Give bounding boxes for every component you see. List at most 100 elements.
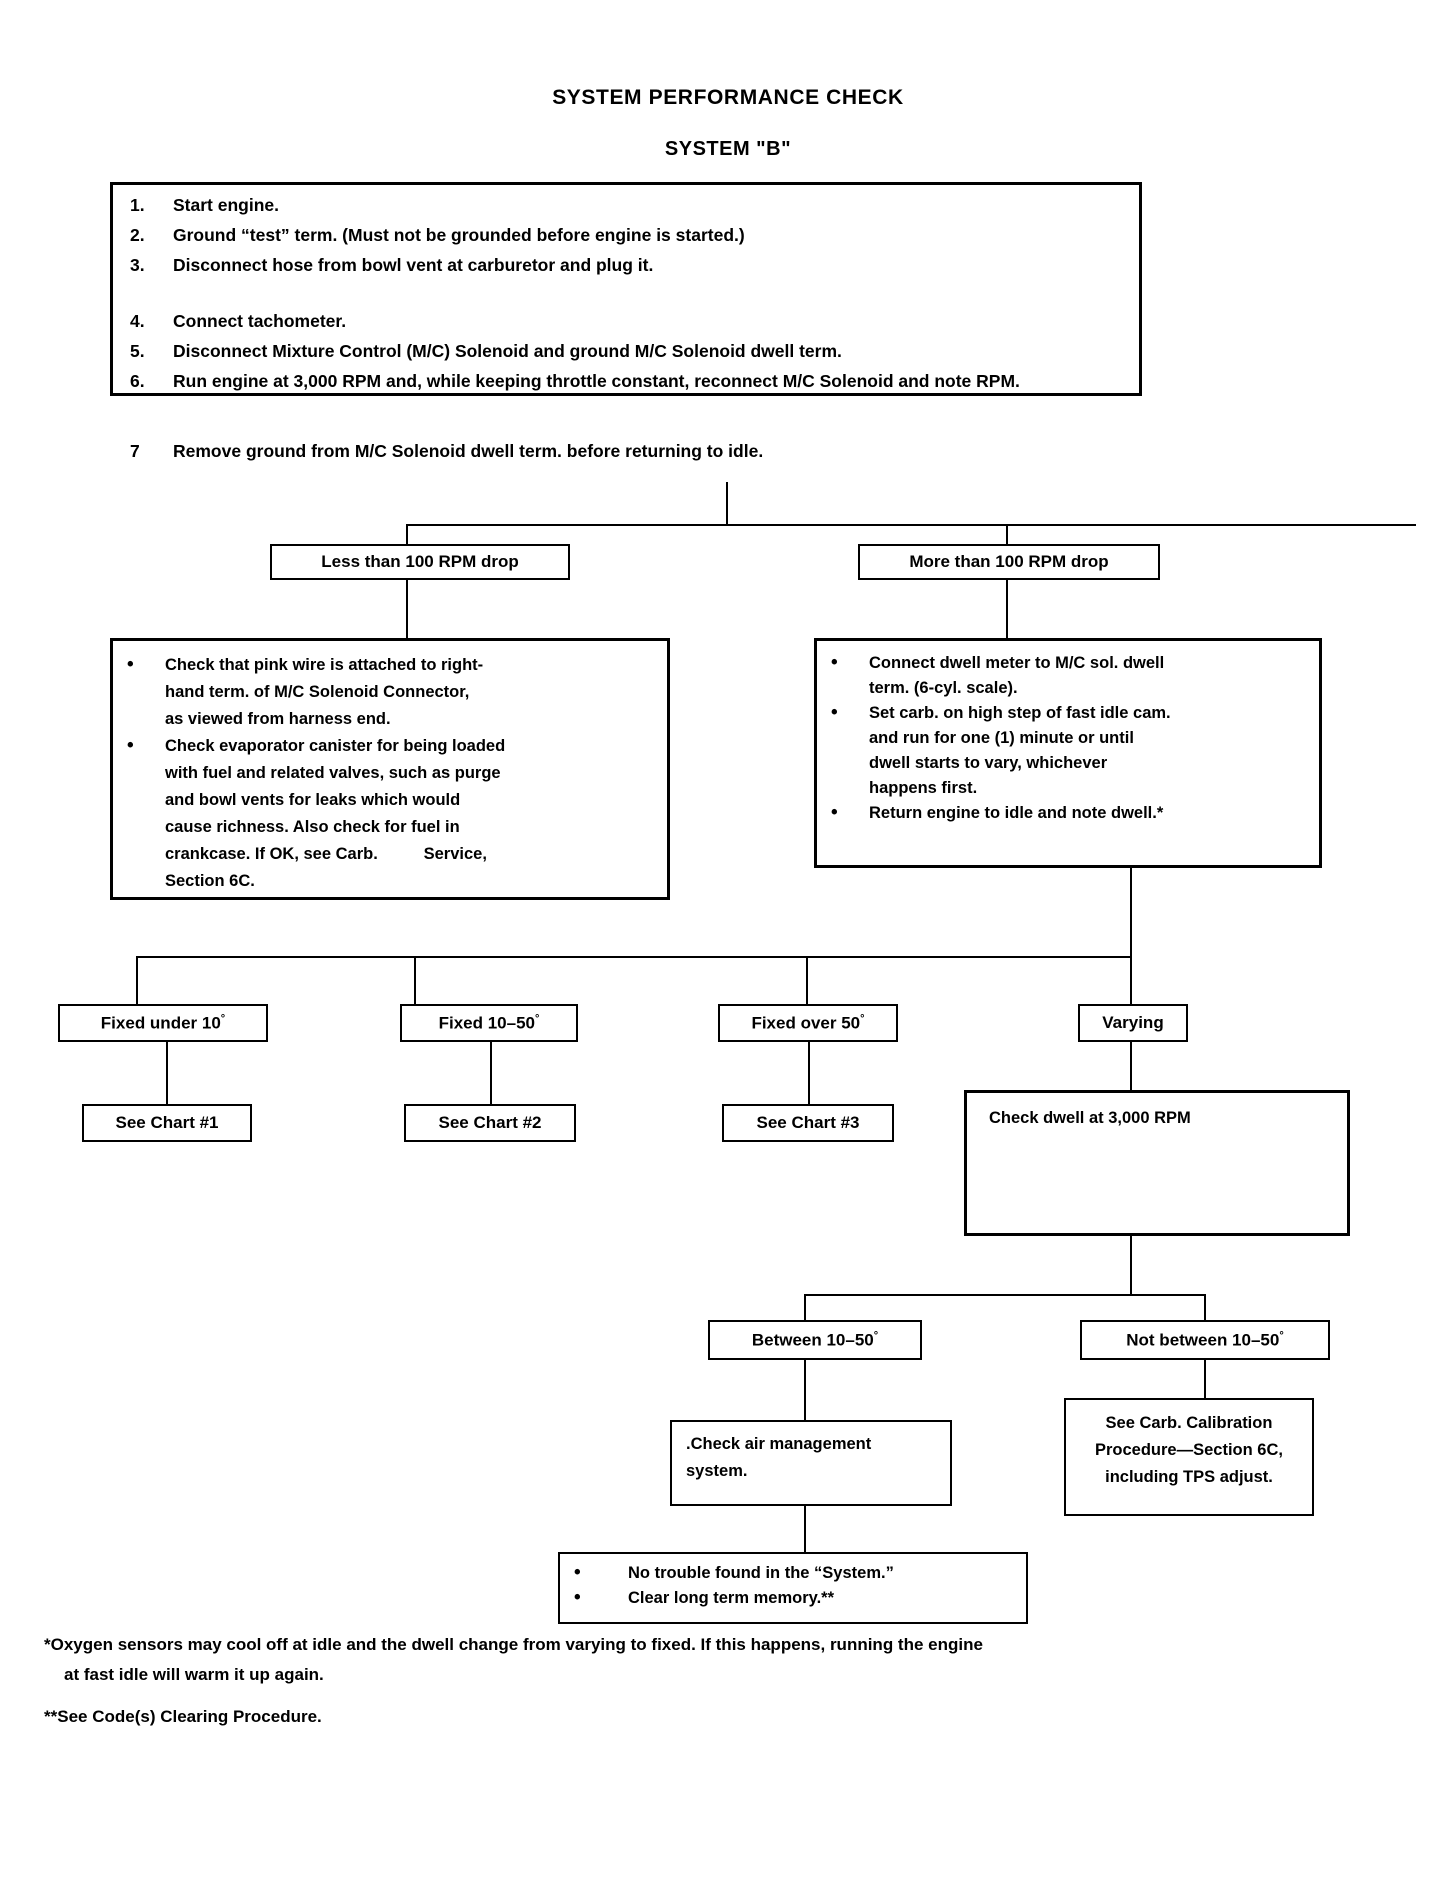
connector-branch-horizontal — [406, 524, 1416, 526]
step-row: 4. Connect tachometer. — [113, 311, 346, 332]
right-action-bullet-list: Connect dwell meter to M/C sol. dwell te… — [817, 650, 1319, 826]
check-dwell-3000-box: Check dwell at 3,000 RPM — [964, 1090, 1350, 1236]
page-title: SYSTEM PERFORMANCE CHECK — [552, 86, 904, 109]
check-air-line: .Check air management — [686, 1435, 872, 1453]
bullet-line: as viewed from harness end. — [165, 710, 391, 728]
chart-ref-label-3: See Chart #3 — [756, 1113, 860, 1132]
check-air-management-box: .Check air management system. — [670, 1420, 952, 1506]
result-box-fixed-over-50[interactable]: Fixed over 50° — [718, 1004, 898, 1042]
branch-label-more-than: More than 100 RPM drop — [909, 552, 1109, 571]
chart-ref-box-1[interactable]: See Chart #1 — [82, 1104, 252, 1142]
step-text: Remove ground from M/C Solenoid dwell te… — [173, 441, 764, 461]
step-number: 3. — [130, 255, 145, 275]
connector-branch-right-down — [1006, 524, 1008, 546]
step-number: 7 — [130, 441, 140, 461]
branch-label-less-than: Less than 100 RPM drop — [321, 552, 519, 571]
carb-calibration-line: Procedure—Section 6C, — [1095, 1441, 1283, 1459]
bullet-line: No trouble found in the “System.” — [628, 1564, 894, 1582]
connector-fixed-10-50-down — [490, 1042, 492, 1104]
bullet-line: Connect dwell meter to M/C sol. dwell — [869, 654, 1165, 672]
result-label-fixed-10-50: Fixed 10–50 — [438, 1013, 535, 1033]
connector-varying-down — [1130, 1042, 1132, 1090]
branch-box-more-than-100[interactable]: More than 100 RPM drop — [858, 544, 1160, 580]
result-box-varying[interactable]: Varying — [1078, 1004, 1188, 1042]
bullet-line: and bowl vents for leaks which would — [165, 791, 461, 809]
result-box-between-10-50[interactable]: Between 10–50° — [708, 1320, 922, 1360]
right-action-box: Connect dwell meter to M/C sol. dwell te… — [814, 638, 1322, 868]
bullet-line: Return engine to idle and note dwell.* — [869, 804, 1164, 822]
step-text: Disconnect Mixture Control (M/C) Solenoi… — [173, 341, 842, 361]
bullet-line: with fuel and related valves, such as pu… — [165, 764, 501, 782]
branch-box-less-than-100[interactable]: Less than 100 RPM drop — [270, 544, 570, 580]
connector-between-horizontal — [804, 1294, 1204, 1296]
step-number: 6. — [130, 371, 145, 391]
chart-ref-label-2: See Chart #2 — [438, 1113, 542, 1132]
carb-calibration-line: See Carb. Calibration — [1105, 1414, 1273, 1432]
degree-symbol: ° — [860, 1012, 865, 1025]
chart-ref-label-1: See Chart #1 — [115, 1113, 219, 1132]
page-subtitle: SYSTEM "B" — [664, 138, 792, 160]
connector-to-fixed-over-50 — [806, 956, 808, 1006]
connector-to-not-between — [1204, 1294, 1206, 1322]
step-number: 2. — [130, 225, 145, 245]
step-row: 1. Start engine. — [113, 195, 279, 216]
list-item: No trouble found in the “System.” — [560, 1560, 1026, 1586]
connector-right-action-down — [1130, 868, 1132, 958]
step-number: 5. — [130, 341, 145, 361]
connector-not-between-down — [1204, 1360, 1206, 1422]
bullet-line: dwell starts to vary, whichever — [869, 754, 1108, 772]
degree-symbol: ° — [535, 1012, 540, 1025]
step-number: 4. — [130, 311, 145, 331]
list-item: Return engine to idle and note dwell.* — [817, 800, 1319, 826]
list-item: Check evaporator canister for being load… — [113, 732, 667, 895]
result-box-fixed-10-50[interactable]: Fixed 10–50° — [400, 1004, 578, 1042]
step-row: 3. Disconnect hose from bowl vent at car… — [113, 255, 653, 276]
connector-more-than-down — [1006, 580, 1008, 640]
result-box-fixed-under-10[interactable]: Fixed under 10° — [58, 1004, 268, 1042]
footnote-line: **See Code(s) Clearing Procedure. — [44, 1707, 322, 1726]
bullet-line: Set carb. on high step of fast idle cam. — [869, 704, 1171, 722]
chart-ref-box-3[interactable]: See Chart #3 — [722, 1104, 894, 1142]
connector-less-than-down — [406, 580, 408, 640]
degree-symbol: ° — [220, 1012, 226, 1025]
connector-dwell-results-horizontal — [136, 956, 1132, 958]
left-action-bullet-list: Check that pink wire is attached to righ… — [113, 651, 667, 895]
check-air-line: system. — [686, 1462, 748, 1480]
bullet-line: Check that pink wire is attached to righ… — [165, 656, 484, 674]
left-action-box: Check that pink wire is attached to righ… — [110, 638, 670, 900]
bullet-line: cause richness. Also check for fuel in — [165, 818, 460, 836]
carb-calibration-box: See Carb. Calibration Procedure—Section … — [1064, 1398, 1314, 1516]
bullet-line: term. (6-cyl. scale). — [869, 679, 1018, 697]
bullet-line: Check evaporator canister for being load… — [165, 737, 506, 755]
step-number: 1. — [130, 195, 145, 215]
connector-to-between — [804, 1294, 806, 1322]
list-item: Check that pink wire is attached to righ… — [113, 651, 667, 733]
list-item: Set carb. on high step of fast idle cam.… — [817, 700, 1319, 801]
result-label-not-between: Not between 10–50 — [1126, 1330, 1280, 1350]
chart-ref-box-2[interactable]: See Chart #2 — [404, 1104, 576, 1142]
step-text: Start engine. — [173, 195, 279, 215]
step-text: Disconnect hose from bowl vent at carbur… — [173, 255, 654, 275]
step-row: 6. Run engine at 3,000 RPM and, while ke… — [113, 371, 1020, 392]
footnotes: *Oxygen sensors may cool off at idle and… — [44, 1630, 1414, 1732]
list-item: Clear long term memory.** — [560, 1585, 1026, 1611]
degree-symbol: ° — [1279, 1329, 1284, 1342]
no-trouble-found-box: No trouble found in the “System.” Clear … — [558, 1552, 1028, 1624]
degree-symbol: ° — [873, 1329, 879, 1342]
step-row: 5. Disconnect Mixture Control (M/C) Sole… — [113, 341, 842, 362]
step-row: 7 Remove ground from M/C Solenoid dwell … — [113, 441, 763, 462]
check-dwell-3000-label: Check dwell at 3,000 RPM — [989, 1109, 1191, 1127]
connector-to-varying — [1130, 956, 1132, 1006]
connector-fixed-under-10-down — [166, 1042, 168, 1104]
result-box-not-between-10-50[interactable]: Not between 10–50° — [1080, 1320, 1330, 1360]
step-text: Ground “test” term. (Must not be grounde… — [173, 225, 745, 245]
connector-between-down — [804, 1360, 806, 1422]
carb-calibration-line: including TPS adjust. — [1105, 1468, 1273, 1486]
footnote-line: *Oxygen sensors may cool off at idle and… — [44, 1635, 983, 1654]
step-text: Connect tachometer. — [173, 311, 347, 331]
bullet-line: Clear long term memory.** — [628, 1589, 835, 1607]
step-row: 2. Ground “test” term. (Must not be grou… — [113, 225, 745, 246]
result-label-between: Between 10–50 — [751, 1330, 874, 1350]
connector-to-fixed-under-10 — [136, 956, 138, 1006]
bullet-line: happens first. — [869, 779, 978, 797]
